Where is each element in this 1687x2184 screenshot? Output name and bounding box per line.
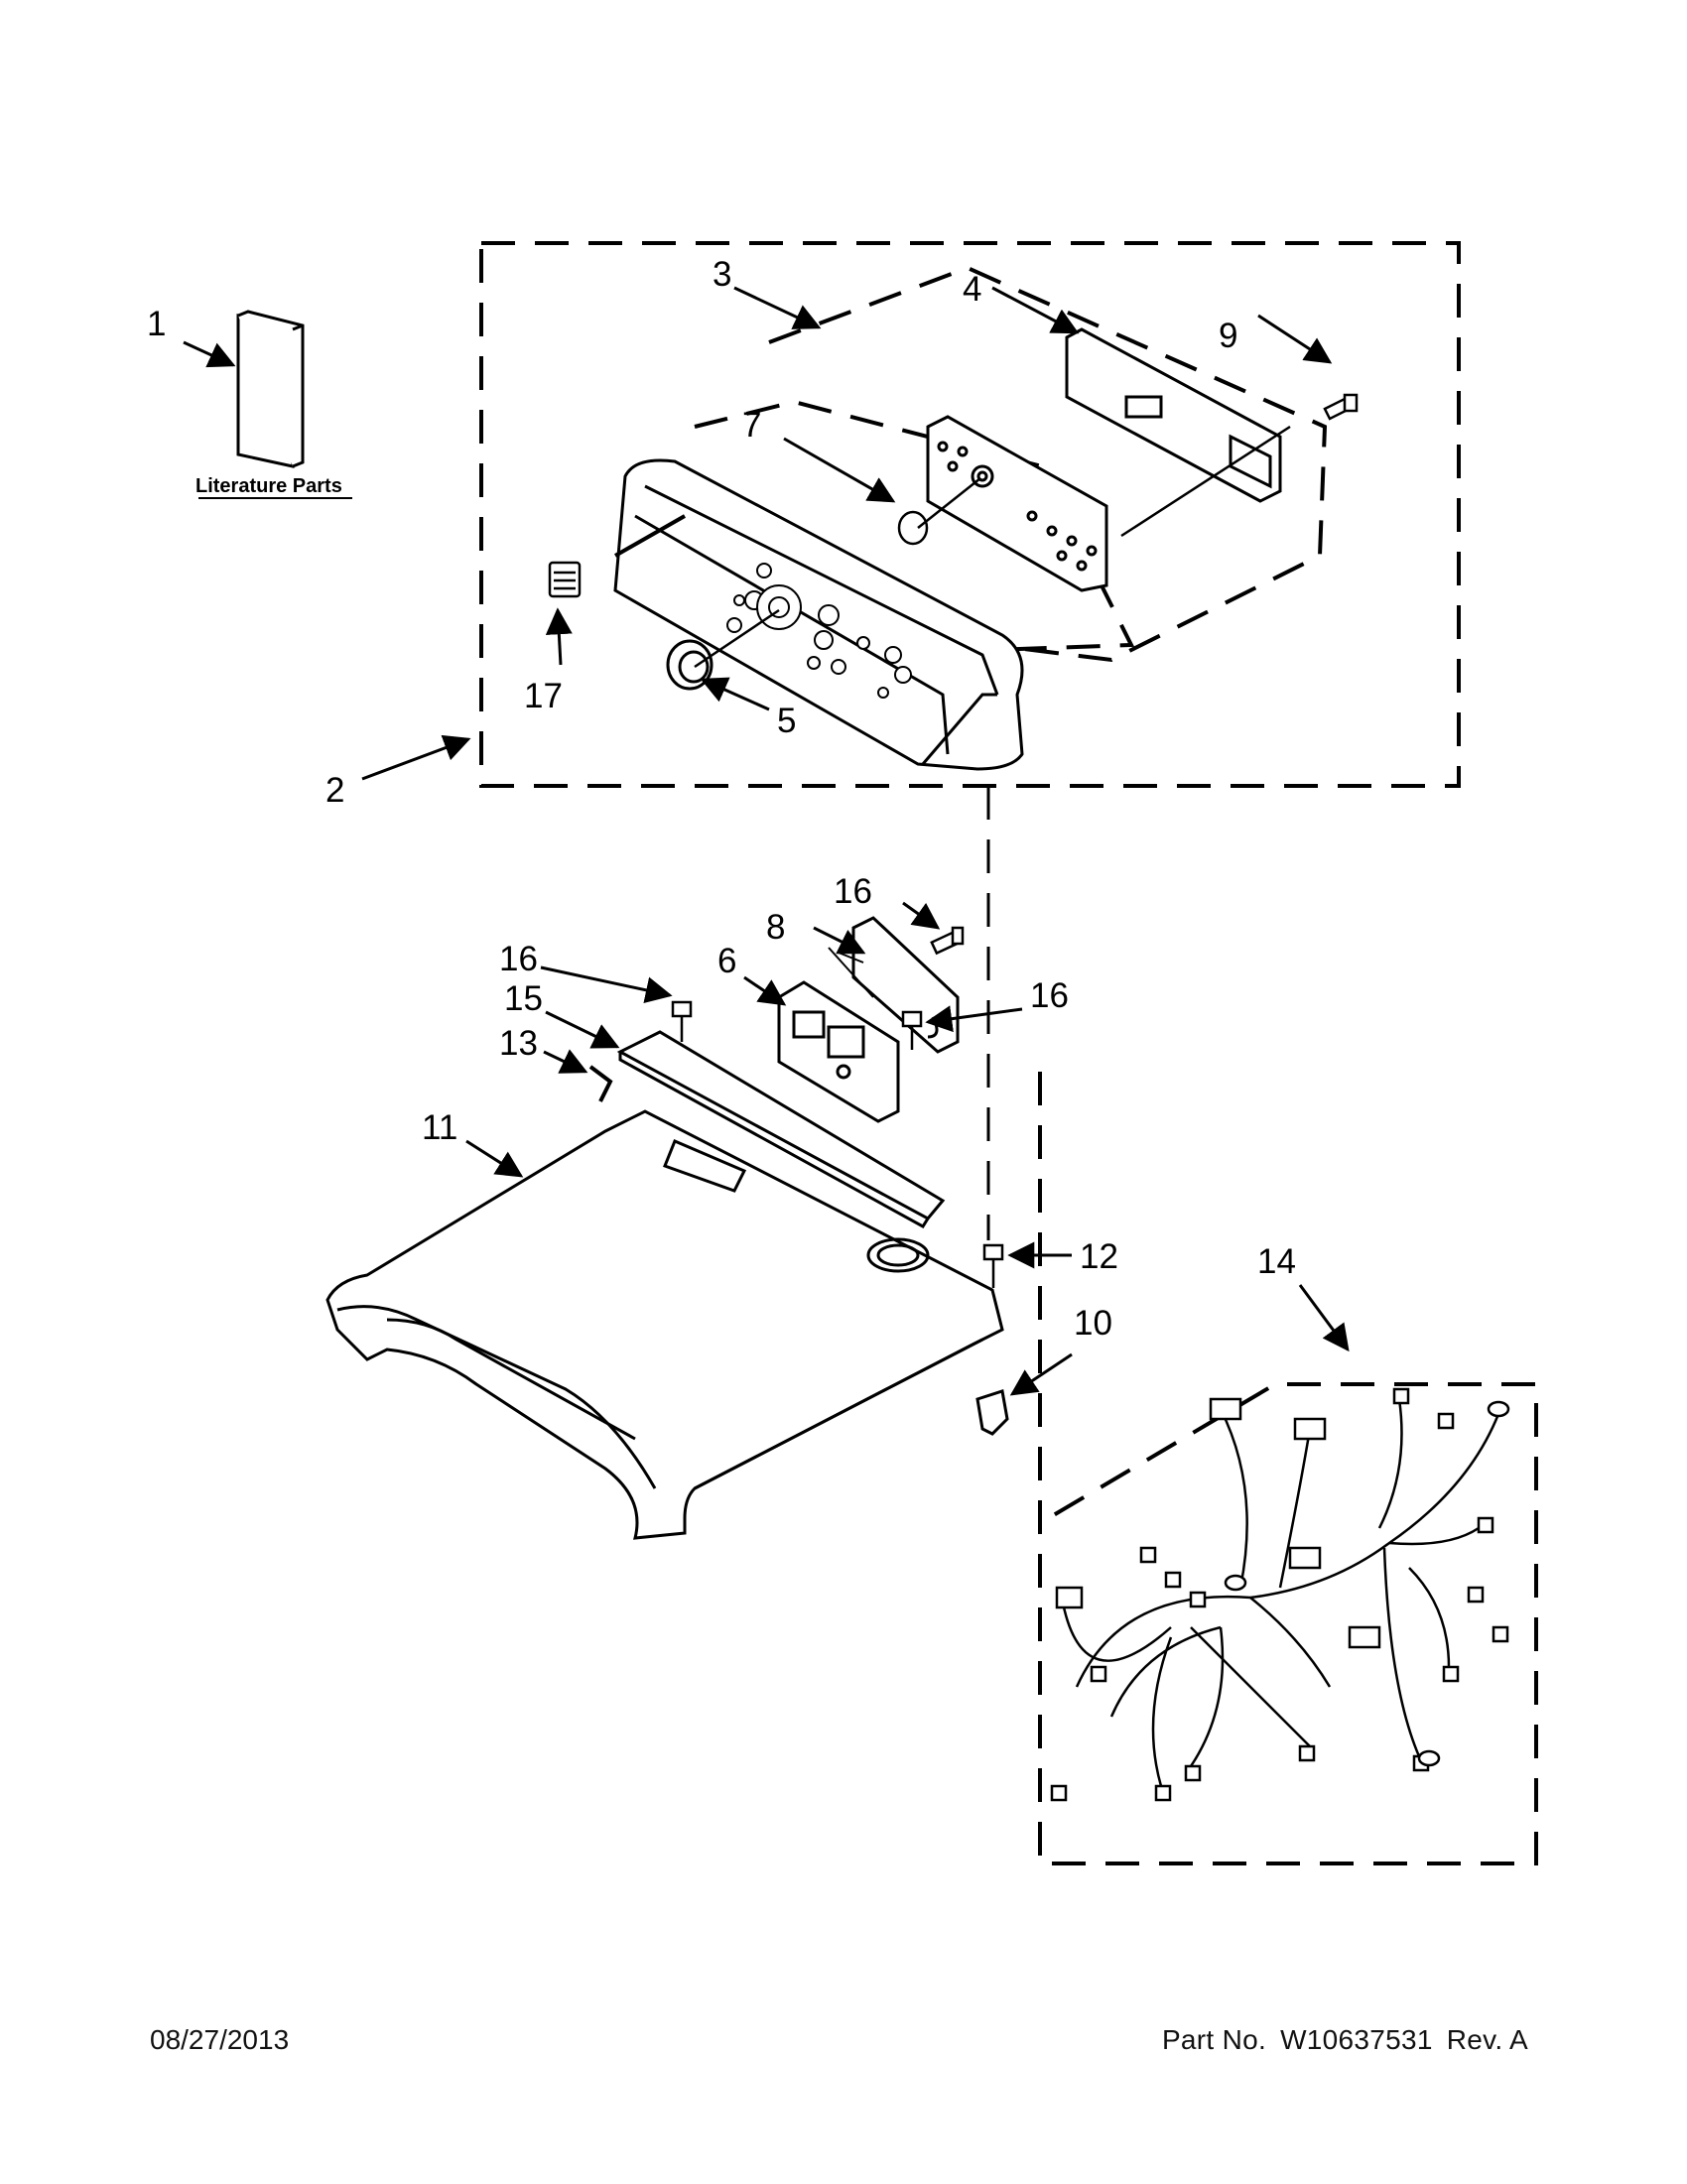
hinge-clip [975,1389,1009,1436]
harness-connectors [1050,1387,1510,1802]
badge-clip [548,561,582,598]
inner-panel-subgroup-box [694,399,1135,652]
console-bracket-rail [616,1030,946,1228]
wire-harness-box [1038,1072,1538,1865]
indicator-lens [897,510,929,546]
part-label: Part No. [1161,2024,1267,2055]
callout-16-top: 16 [834,872,872,911]
screw-16-middle [901,1010,923,1050]
callout-16-right: 16 [1030,976,1069,1015]
callout-9: 9 [1219,317,1237,355]
literature-booklet [236,310,305,468]
console-assembly-box [479,241,1461,788]
callout-4: 4 [963,270,981,309]
callout-2: 2 [325,771,344,810]
console-buttons [726,563,912,699]
callout-6: 6 [717,942,736,980]
callout-5: 5 [777,702,796,740]
screw-16-top [930,926,965,956]
callout-10: 10 [1074,1304,1112,1343]
callout-7: 7 [742,406,761,445]
callout-1: 1 [147,305,166,343]
wire-harness [1060,1398,1500,1787]
callout-15: 15 [504,979,543,1018]
footer-date: 08/27/2013 [150,2024,290,2055]
footer-part-number: Part No. W10637531 Rev. A [1148,2024,1528,2056]
callout-11: 11 [422,1108,457,1147]
screw-16-left [671,1000,693,1042]
screw-9 [1323,393,1359,421]
part-number: W10637531 [1280,2024,1433,2055]
callout-8: 8 [766,908,785,947]
callout-14: 14 [1257,1242,1296,1281]
cycle-knob [666,639,714,691]
callout-13: 13 [499,1024,538,1063]
top-lid [325,1109,1004,1540]
user-interface-board [926,415,1108,592]
callout-12: 12 [1080,1237,1118,1276]
revision: Rev. A [1446,2024,1528,2055]
literature-parts-label: Literature Parts [195,475,342,497]
control-panel-subgroup-box [768,265,1328,663]
control-housing [1065,327,1282,503]
callout-3: 3 [713,255,731,294]
callout-17: 17 [524,677,563,715]
hex-key [588,1065,613,1102]
callout-16-left: 16 [499,940,538,978]
screw-12 [982,1243,1004,1288]
machine-control-board [777,980,900,1123]
